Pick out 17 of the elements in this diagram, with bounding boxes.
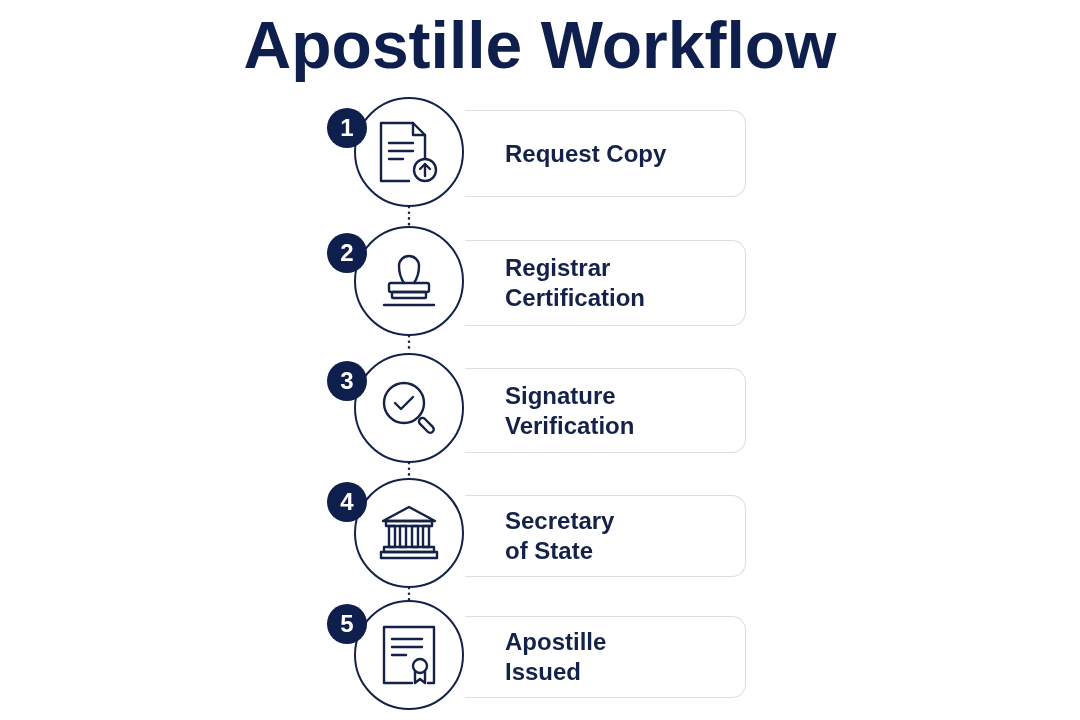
step-card [465, 110, 746, 197]
step-number: 3 [327, 361, 367, 401]
step-number: 2 [327, 233, 367, 273]
step-card [465, 616, 746, 698]
step-label: Apostille Issued [505, 627, 608, 687]
step-card [465, 368, 746, 453]
step-number: 1 [327, 108, 367, 148]
step-label: Signature Verification [505, 380, 636, 441]
step-card [465, 240, 746, 326]
step-number: 4 [327, 482, 367, 522]
step-label: Registrar Certification [505, 253, 646, 313]
dotted-connector [407, 205, 411, 228]
step-label: Secretary of State [505, 506, 616, 566]
step-card [465, 495, 746, 577]
dotted-connector [407, 586, 411, 602]
step-number: 5 [327, 604, 367, 644]
step-label: Request Copy [505, 138, 667, 169]
